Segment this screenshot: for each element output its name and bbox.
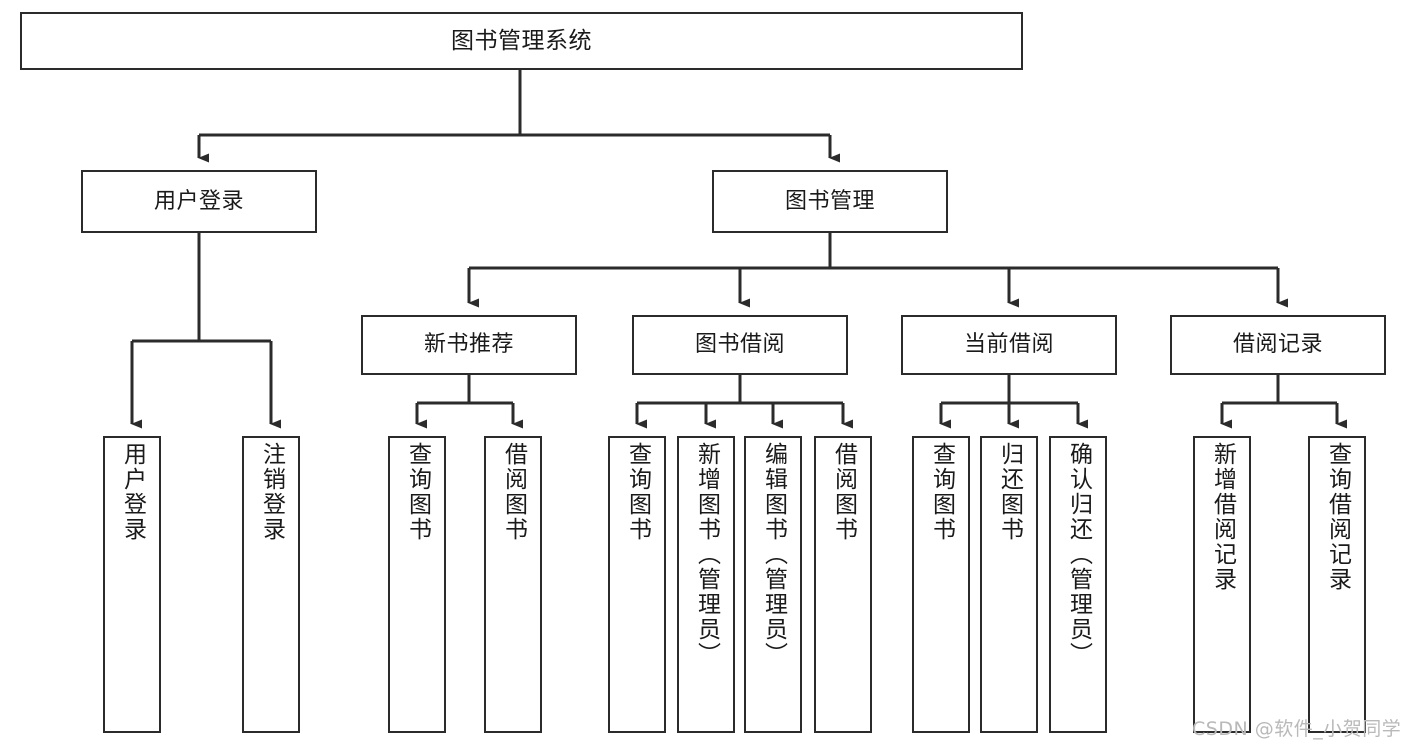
node-label: 图书借阅 (694, 332, 785, 358)
node-label: 查询图书 (404, 442, 431, 542)
leaf-add-borrow-record[interactable]: 新增借阅记录 (1193, 436, 1251, 733)
node-root-book-management-system[interactable]: 图书管理系统 (20, 12, 1023, 70)
node-book-borrow[interactable]: 图书借阅 (632, 315, 848, 375)
node-user-login[interactable]: 用户登录 (81, 170, 317, 233)
leaf-user-login[interactable]: 用户登录 (103, 436, 161, 733)
csdn-watermark: CSDN @软件_小贺同学 (1192, 718, 1402, 740)
leaf-borrow-book-recommend[interactable]: 借阅图书 (484, 436, 542, 733)
node-label: 归还图书 (996, 442, 1023, 542)
leaf-return-book[interactable]: 归还图书 (980, 436, 1038, 733)
leaf-confirm-return-admin[interactable]: 确认归还（管理员） (1049, 436, 1107, 733)
node-label: 当前借阅 (963, 332, 1054, 358)
node-label: 图书管理 (784, 188, 875, 214)
node-label: 新增图书（管理员） (693, 442, 720, 667)
node-label: 图书管理系统 (451, 27, 592, 54)
leaf-query-borrow-record[interactable]: 查询借阅记录 (1308, 436, 1366, 733)
node-label: 查询借阅记录 (1324, 442, 1351, 592)
node-book-management[interactable]: 图书管理 (712, 170, 948, 233)
node-borrow-record[interactable]: 借阅记录 (1170, 315, 1386, 375)
leaf-logout[interactable]: 注销登录 (242, 436, 300, 733)
node-label: 借阅记录 (1232, 332, 1323, 358)
leaf-query-book-current[interactable]: 查询图书 (912, 436, 970, 733)
node-label: 查询图书 (928, 442, 955, 542)
leaf-add-book-admin[interactable]: 新增图书（管理员） (677, 436, 735, 733)
node-label: 查询图书 (624, 442, 651, 542)
node-label: 用户登录 (153, 188, 244, 214)
node-new-book-recommend[interactable]: 新书推荐 (361, 315, 577, 375)
leaf-query-book-recommend[interactable]: 查询图书 (388, 436, 446, 733)
node-label: 新书推荐 (423, 332, 514, 358)
node-label: 编辑图书（管理员） (760, 442, 787, 667)
leaf-borrow-book[interactable]: 借阅图书 (814, 436, 872, 733)
node-label: 新增借阅记录 (1209, 442, 1236, 592)
node-label: 确认归还（管理员） (1065, 442, 1092, 667)
node-label: 借阅图书 (500, 442, 527, 542)
node-current-borrow[interactable]: 当前借阅 (901, 315, 1117, 375)
leaf-query-book-borrow[interactable]: 查询图书 (608, 436, 666, 733)
node-label: 用户登录 (119, 442, 146, 542)
node-label: 注销登录 (258, 442, 285, 542)
node-label: 借阅图书 (830, 442, 857, 542)
leaf-edit-book-admin[interactable]: 编辑图书（管理员） (744, 436, 802, 733)
